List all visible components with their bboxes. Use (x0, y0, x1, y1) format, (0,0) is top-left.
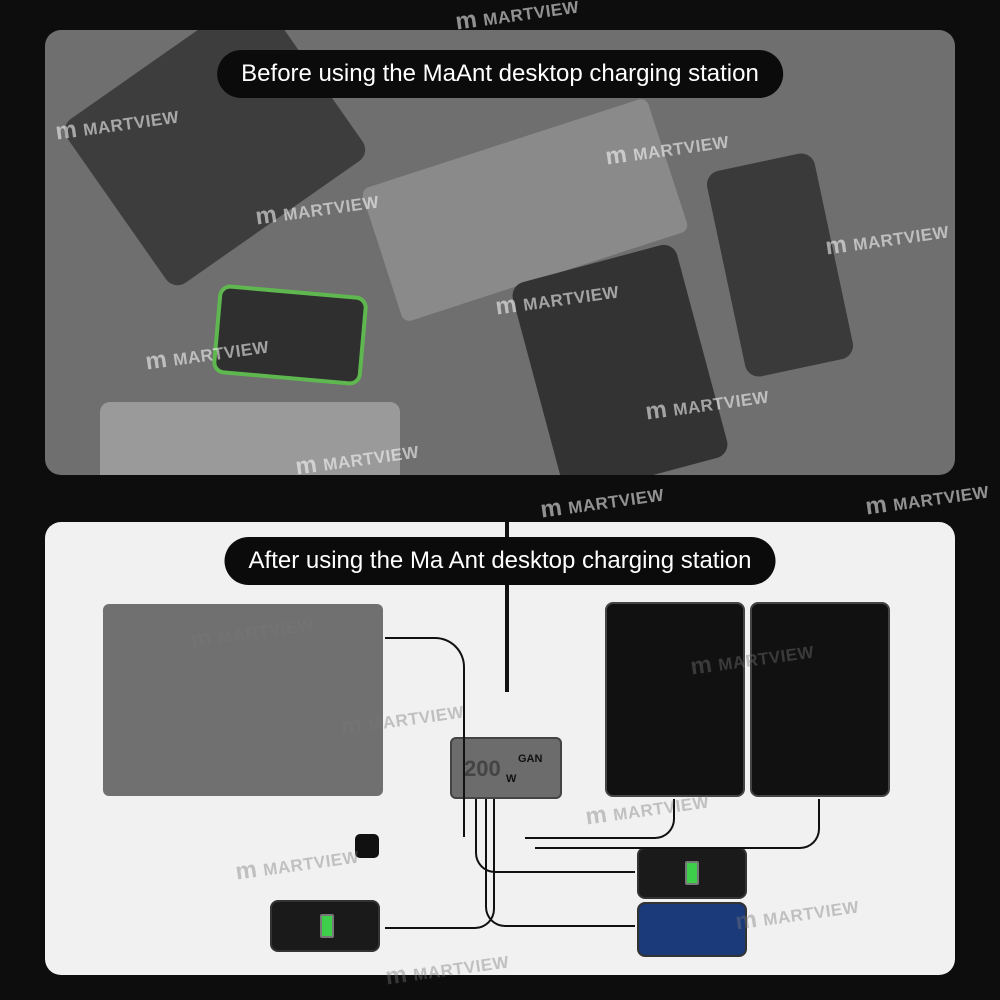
phone-3 (270, 900, 380, 952)
laptop (103, 604, 383, 796)
power-cable (505, 522, 509, 692)
battery-icon (320, 914, 334, 938)
phone-2 (637, 902, 747, 957)
before-caption: Before using the MaAnt desktop charging … (217, 50, 783, 98)
earbuds (355, 834, 379, 858)
tablet-cable (525, 799, 675, 839)
wattage-label: 200 (464, 756, 501, 781)
before-panel: Before using the MaAnt desktop charging … (45, 30, 955, 475)
phone-cable (385, 799, 495, 929)
after-panel: 200 W GAN After using the Ma Ant desktop… (45, 522, 955, 975)
gan-label: GAN (518, 753, 543, 765)
phone-cable (475, 799, 635, 873)
unit-label: W (506, 773, 517, 785)
charging-station: 200 W GAN (450, 737, 562, 799)
laptop-cable (385, 637, 465, 837)
after-caption: After using the Ma Ant desktop charging … (224, 537, 776, 585)
phone-cable (485, 799, 635, 927)
tablet (509, 241, 731, 475)
phone-1 (637, 847, 747, 899)
tablet-left (605, 602, 745, 797)
tablet-cable (535, 799, 820, 849)
tablet-right (750, 602, 890, 797)
phone-right (704, 150, 856, 380)
battery-icon (685, 861, 699, 885)
ipad-bottom (100, 402, 400, 475)
